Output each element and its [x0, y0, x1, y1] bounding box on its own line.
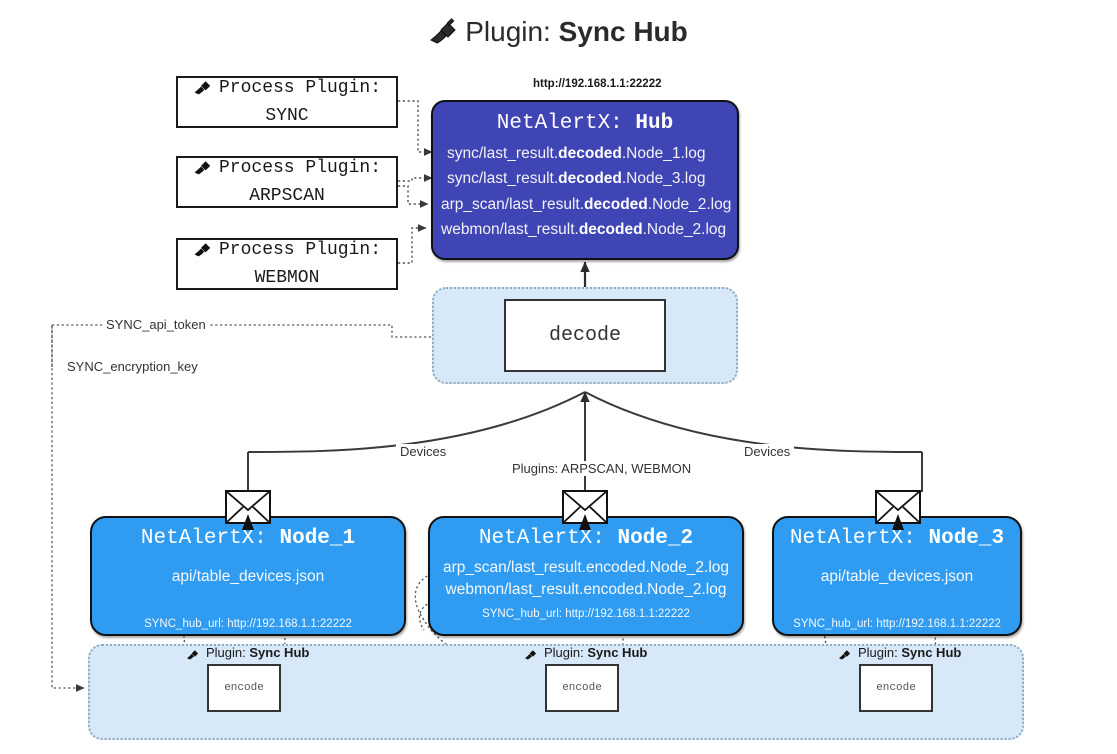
node3-name-label: Node_3 — [928, 527, 1005, 550]
decode-box[interactable]: decode — [504, 299, 666, 372]
decode-label: decode — [548, 324, 621, 347]
edge-sync-to-hub — [398, 100, 433, 156]
encode-box-3[interactable]: encode — [859, 664, 933, 712]
encode-box-2[interactable]: encode — [545, 664, 619, 712]
node2-line-2: webmon/last_result.encoded.Node_2.log — [445, 581, 727, 598]
edge-label-devices-right: Devices — [740, 444, 795, 459]
node-box-node-2[interactable]: NetAlertX: Node_2 arp_scan/last_result.e… — [428, 516, 744, 636]
hub-log-4: webmon/last_result.decoded.Node_2.log — [441, 220, 727, 238]
encode-3-label: encode — [876, 682, 916, 694]
secret-encryption-key-label: SYNC_encryption_key — [63, 359, 202, 374]
edge-api-token-to-decode — [52, 324, 495, 341]
node3-url-label: SYNC_hub_url: http://192.168.1.1:22222 — [793, 618, 1001, 630]
process-plugin-webmon[interactable]: Process Plugin: WEBMON — [176, 238, 398, 290]
node2-app-label: NetAlertX: — [478, 527, 605, 550]
edge-webmon-to-hub — [398, 224, 427, 264]
hub-log-2: sync/last_result.decoded.Node_3.log — [447, 170, 706, 188]
process-plugin-sync-line2: SYNC — [265, 105, 309, 126]
edge-label-devices-left: Devices — [396, 444, 451, 459]
encoder-2-caption: Plugin: Sync Hub — [524, 645, 647, 663]
edge-node3-devices — [584, 391, 923, 453]
plug-icon — [429, 18, 459, 51]
hub-url-label: http://192.168.1.1:22222 — [533, 78, 662, 90]
edge-arpscan-to-hub-b — [398, 185, 429, 208]
edge-node1-devices — [247, 391, 586, 453]
edge-label-plugins-middle: Plugins: ARPSCAN, WEBMON — [508, 461, 696, 476]
node2-line-1: arp_scan/last_result.encoded.Node_2.log — [442, 559, 730, 576]
node3-line-1: api/table_devices.json — [820, 568, 974, 585]
node1-app-label: NetAlertX: — [140, 527, 267, 550]
encode-2-label: encode — [562, 682, 602, 694]
node3-app-label: NetAlertX: — [789, 527, 916, 550]
edge-arpscan-to-hub-a — [398, 174, 433, 182]
page-title: Plugin: Sync Hub — [0, 16, 1117, 51]
plug-icon — [524, 648, 538, 663]
process-plugin-arpscan-line1: Process Plugin: — [218, 158, 382, 179]
hub-log-3: arp_scan/last_result.decoded.Node_2.log — [441, 195, 732, 213]
process-plugin-arpscan-line2: ARPSCAN — [249, 185, 325, 206]
edge-node2-payload-to-encode2 — [414, 571, 543, 690]
node1-url-label: SYNC_hub_url: http://192.168.1.1:22222 — [144, 618, 352, 630]
encoder-3-caption: Plugin: Sync Hub — [838, 645, 961, 663]
edge-node2-payload2-to-encode2 — [418, 599, 437, 631]
hub-log-1: sync/last_result.decoded.Node_1.log — [447, 145, 706, 162]
encoder-1-caption: Plugin: Sync Hub — [186, 645, 309, 663]
hub-name-label: Hub — [635, 112, 674, 135]
encode-1-label: encode — [224, 682, 264, 694]
edge-encryption-key-to-encoders — [51, 325, 85, 692]
process-plugin-sync-line1: Process Plugin: — [218, 78, 382, 99]
hub-app-label: NetAlertX: — [496, 112, 623, 135]
node2-url-label: SYNC_hub_url: http://192.168.1.1:22222 — [482, 608, 690, 620]
node-box-node-3[interactable]: NetAlertX: Node_3 api/table_devices.json… — [772, 516, 1022, 636]
node2-name-label: Node_2 — [617, 527, 694, 550]
page-title-label: Plugin: — [465, 16, 551, 47]
plug-icon — [193, 240, 213, 265]
plug-icon — [193, 78, 213, 103]
plug-icon — [838, 648, 852, 663]
process-plugin-sync[interactable]: Process Plugin: SYNC — [176, 76, 398, 128]
node-box-node-1[interactable]: NetAlertX: Node_1 api/table_devices.json… — [90, 516, 406, 636]
page-title-name: Sync Hub — [558, 16, 688, 47]
node1-name-label: Node_1 — [279, 527, 356, 550]
hub-box[interactable]: NetAlertX: Hub sync/last_result.decoded.… — [431, 100, 739, 260]
process-plugin-webmon-line1: Process Plugin: — [218, 240, 382, 261]
encode-box-1[interactable]: encode — [207, 664, 281, 712]
plug-icon — [193, 158, 213, 183]
node1-line-1: api/table_devices.json — [171, 568, 325, 585]
plug-icon — [186, 648, 200, 663]
process-plugin-arpscan[interactable]: Process Plugin: ARPSCAN — [176, 156, 398, 208]
secret-api-token-label: SYNC_api_token — [102, 317, 210, 332]
process-plugin-webmon-line2: WEBMON — [254, 267, 320, 288]
